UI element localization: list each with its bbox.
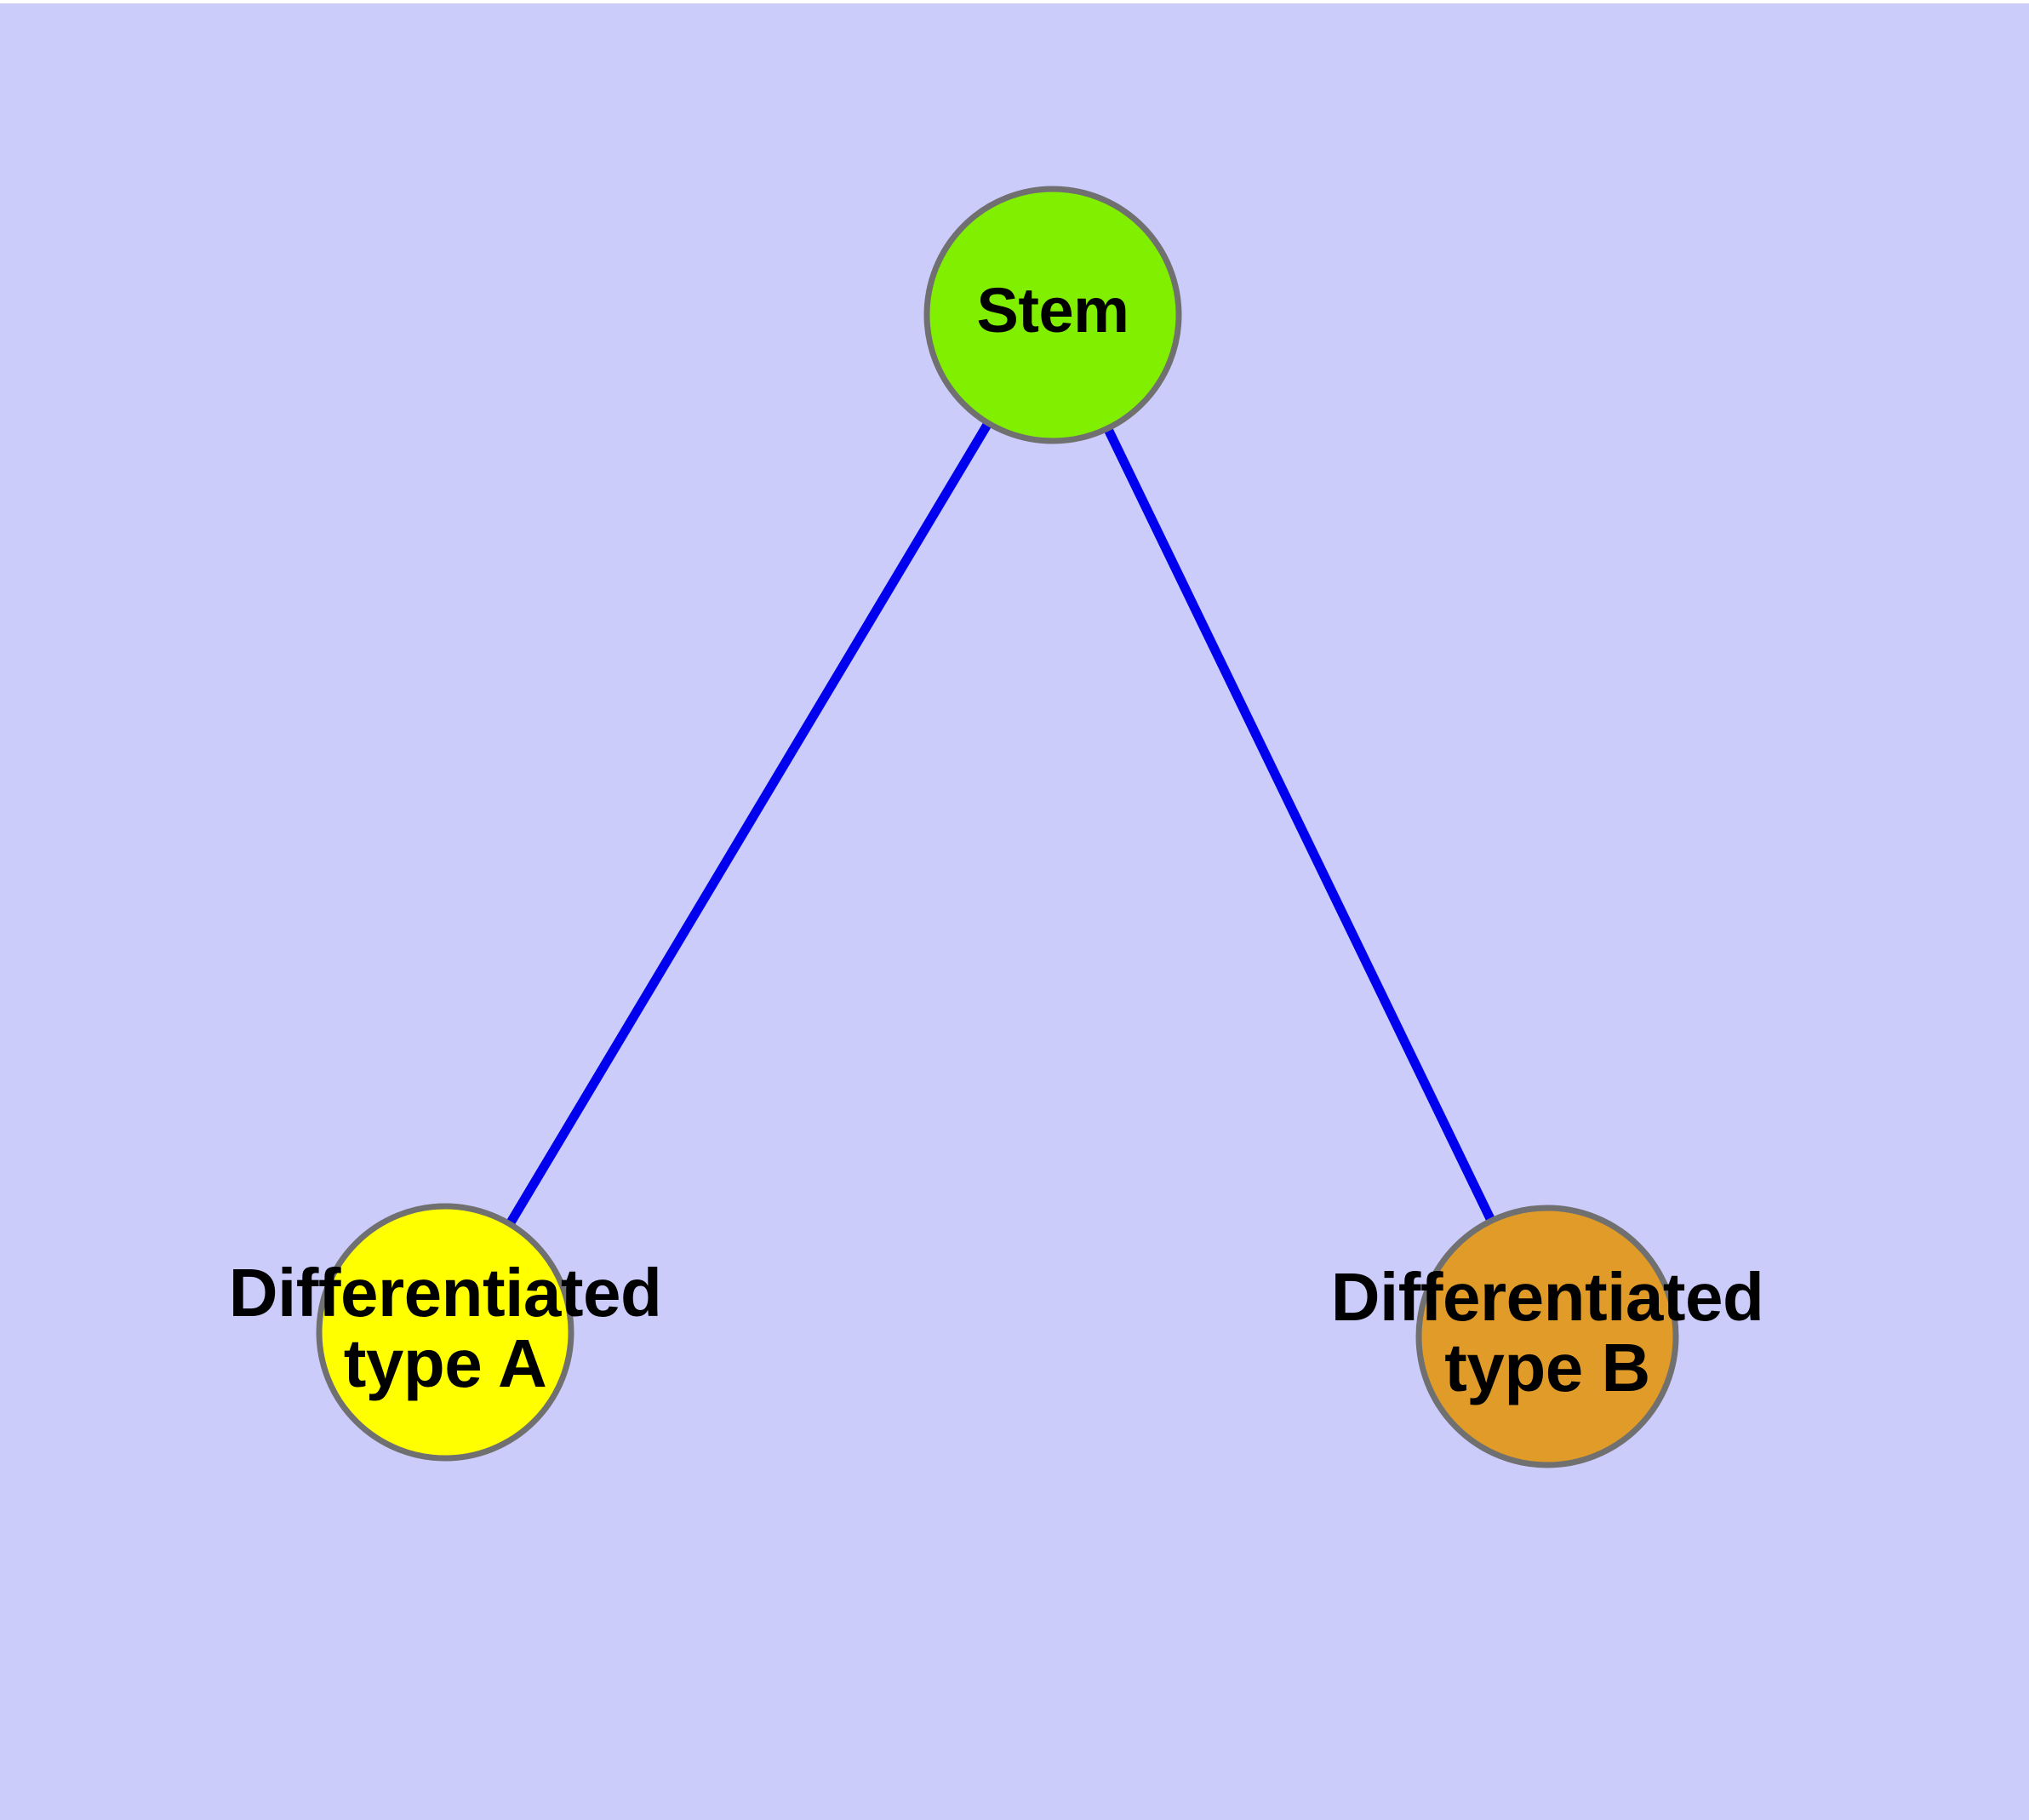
edge-layer xyxy=(441,312,1552,1339)
node-circle-stem[interactable] xyxy=(923,186,1182,444)
node-layer xyxy=(316,186,1679,1468)
node-circle-diff-a[interactable] xyxy=(316,1203,574,1462)
edge-stem-to-diff-a[interactable] xyxy=(441,312,1057,1335)
node-circle-diff-b[interactable] xyxy=(1415,1205,1679,1468)
edge-stem-to-diff-b[interactable] xyxy=(1049,312,1552,1339)
